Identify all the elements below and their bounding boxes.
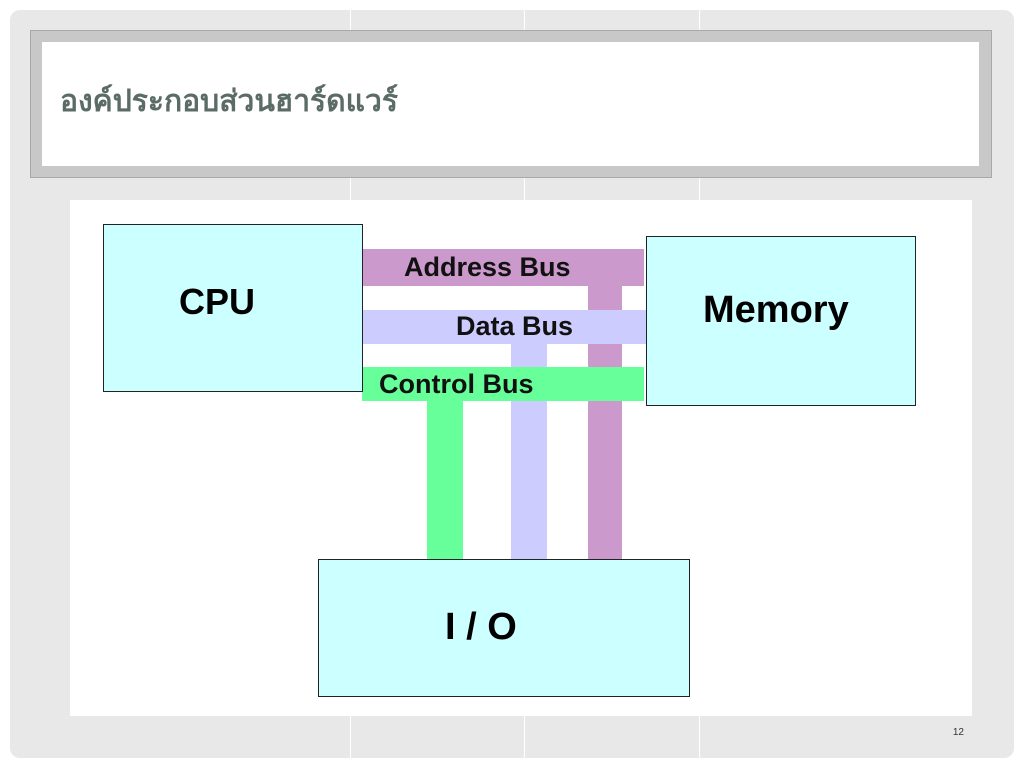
memory-label: Memory (703, 289, 849, 331)
cpu-box: CPU (103, 224, 363, 392)
control-bus-vertical (427, 400, 463, 568)
cpu-label: CPU (179, 281, 256, 322)
memory-box: Memory (646, 236, 916, 406)
slide-title: องค์ประกอบส่วนฮาร์ดแวร์ (60, 84, 398, 119)
control-bus-label: Control Bus (379, 369, 534, 399)
control-bus-horizontal (362, 367, 644, 401)
address-bus-label: Address Bus (404, 252, 571, 282)
io-box: I / O (318, 559, 690, 697)
address-bus-horizontal (362, 249, 644, 286)
page-number: 12 (952, 727, 964, 738)
hardware-bus-diagram: Address Bus Data Bus Control Bus CPU Mem… (70, 200, 972, 716)
data-bus-horizontal (362, 310, 652, 344)
title-box (42, 42, 979, 166)
io-label: I / O (445, 606, 517, 648)
data-bus-label: Data Bus (456, 311, 574, 341)
